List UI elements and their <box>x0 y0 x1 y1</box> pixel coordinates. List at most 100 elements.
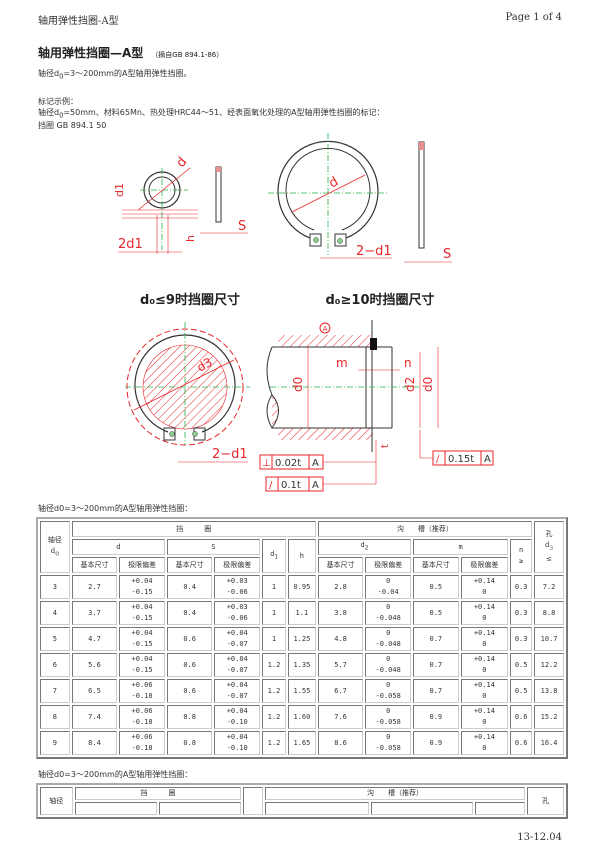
table-cell-d3: 15.2 <box>534 705 564 730</box>
page-title: 轴用弹性挡圈—A型（摘自GB 894.1-86） <box>38 44 223 61</box>
t2-header-ring: 挡 圈 <box>74 787 242 800</box>
table-cell-d3: 10.7 <box>534 627 564 652</box>
deviation-d_lo: -0.15 <box>131 614 153 623</box>
table-cell-h: 1.25 <box>287 627 316 652</box>
deviation-s_lo: -0.06 <box>226 588 248 597</box>
deviation-m_up: +0.14 <box>473 733 495 742</box>
table-cell-h: 1.55 <box>287 679 316 704</box>
t2-cell <box>159 802 242 815</box>
table-cell-n: 0.3 <box>510 575 533 600</box>
deviation-d2_lo: -0.048 <box>375 640 401 649</box>
header-dev: 极限偏差 <box>460 557 509 574</box>
table-cell-d1: 1 <box>262 627 286 652</box>
table-cell-d0: 9 <box>40 731 70 756</box>
table-cell-d3: 16.4 <box>534 731 564 756</box>
deviation-d2_lo: -0.058 <box>375 718 401 727</box>
caption-large-ring: d₀≥10时挡圈尺寸 <box>326 292 435 308</box>
table-cell-d2_up: 0 -0.058 <box>365 705 412 730</box>
table-cell-s: 0.4 <box>166 575 213 600</box>
deviation-d2_up: 0 <box>386 577 391 586</box>
table-cell-d2: 4.8 <box>317 627 364 652</box>
table-cell-d: 8.4 <box>71 731 118 756</box>
deviation-s_up: +0.04 <box>226 629 248 638</box>
table-cell-d1: 1 <box>262 575 286 600</box>
t2-cell <box>74 802 157 815</box>
deviation-m_up: +0.14 <box>473 655 495 664</box>
table-cell-h: 1.65 <box>287 731 316 756</box>
tolerance-frame-perpendicularity: ⊥ 0.02t A <box>259 454 376 470</box>
deviation-s_up: +0.04 <box>226 707 248 716</box>
table-cell-d: 4.7 <box>71 627 118 652</box>
table-cell-n: 0.3 <box>510 601 533 626</box>
table-cell-d: 7.4 <box>71 705 118 730</box>
header-ring: 挡 圈 <box>71 521 316 537</box>
t2-cell <box>264 802 370 815</box>
deviation-d2_up: 0 <box>386 707 391 716</box>
table-cell-m: 0.5 <box>413 575 459 600</box>
deviation-s_lo: -0.10 <box>226 744 248 753</box>
small-ring-view: d d1 h 2d1 S <box>113 155 248 254</box>
table-cell-d_up: +0.04-0.15 <box>119 653 165 678</box>
header-dev: 极限偏差 <box>214 557 261 574</box>
table-cell-s: 0.6 <box>166 653 213 678</box>
label-d: d <box>174 155 191 171</box>
table-cell-d0: 4 <box>40 601 70 626</box>
deviation-d2_lo: -0.048 <box>375 666 401 675</box>
deviation-m_up: +0.14 <box>473 629 495 638</box>
tolerance-symbol: / <box>269 480 273 491</box>
table-cell-s_up: +0.03-0.06 <box>214 575 261 600</box>
table-cell-d3: 7.2 <box>534 575 564 600</box>
deviation-d_lo: -0.15 <box>131 640 153 649</box>
deviation-d2_up: 0 <box>386 733 391 742</box>
table-cell-d2_up: 0-0.058 <box>365 731 412 756</box>
deviation-s_lo: -0.07 <box>226 692 248 701</box>
table-cell-d2: 5.7 <box>317 653 364 678</box>
marking-label: 标记示例： <box>38 97 78 106</box>
tolerance-value: 0.02t <box>275 458 301 469</box>
deviation-m_lo: 0 <box>482 614 487 623</box>
table-cell-d3: 12.2 <box>534 653 564 678</box>
header-dev: 极限偏差 <box>119 557 165 574</box>
header-h: h <box>287 539 316 574</box>
label-S: S <box>238 219 246 234</box>
deviation-m_up: +0.14 <box>473 577 495 586</box>
table-cell-m: 0.9 <box>413 731 459 756</box>
header-basic: 基本尺寸 <box>71 557 118 574</box>
deviation-d2_lo: -0.058 <box>375 692 401 701</box>
spec-table-2: 轴径 挡 圈 沟 槽（推荐） 孔 <box>36 783 568 819</box>
table-cell-d0: 5 <box>40 627 70 652</box>
header-basic: 基本尺寸 <box>166 557 213 574</box>
table-cell-n: 0.6 <box>510 731 533 756</box>
deviation-s_up: +0.04 <box>226 681 248 690</box>
table-cell-h: 1.60 <box>287 705 316 730</box>
label-d3: d3 <box>195 355 215 375</box>
table-cell-d2: 6.7 <box>317 679 364 704</box>
deviation-m_lo: 0 <box>482 744 487 753</box>
header-basic: 基本尺寸 <box>413 557 459 574</box>
deviation-d2_up: 0 <box>386 681 391 690</box>
deviation-s_up: +0.04 <box>226 655 248 664</box>
deviation-s_lo: -0.07 <box>226 666 248 675</box>
table-cell-h: 0.95 <box>287 575 316 600</box>
table-cell-d3: 8.8 <box>534 601 564 626</box>
table-cell-s: 0.6 <box>166 627 213 652</box>
datum-a: A <box>323 325 328 333</box>
deviation-d_lo: -0.18 <box>131 718 153 727</box>
deviation-m_lo: 0 <box>482 718 487 727</box>
deviation-d2_lo: -0.04 <box>377 588 399 597</box>
deviation-d2_lo: -0.048 <box>375 614 401 623</box>
tolerance-datum: A <box>484 454 491 465</box>
deviation-s_up: +0.03 <box>226 603 248 612</box>
table-cell-m_up: +0.14 0 <box>460 731 509 756</box>
table-cell-m: 0.5 <box>413 601 459 626</box>
table2-caption: 轴径d0=3～200mm的A型轴用弹性挡圈： <box>38 770 193 779</box>
